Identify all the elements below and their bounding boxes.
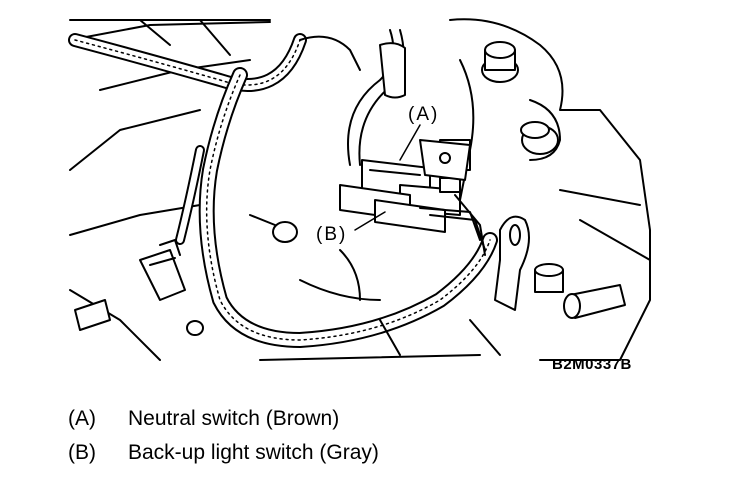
bolt-right	[520, 121, 559, 155]
backup-light-switch	[249, 214, 298, 243]
legend-key: (B)	[68, 441, 96, 464]
legend-item-a: (A) Neutral switch (Brown)	[68, 407, 339, 431]
legend-item-b: (B) Back-up light switch (Gray)	[68, 441, 379, 465]
callout-leaders	[354, 124, 421, 231]
backup-light-switch-connector	[339, 184, 486, 256]
upper-wires	[299, 29, 406, 166]
bolt-lower-right	[534, 263, 626, 319]
callout-b-label: (B)	[316, 224, 348, 245]
left-connector	[139, 239, 186, 301]
transmission-case	[439, 18, 651, 361]
mounting-bracket	[494, 215, 530, 311]
legend-text: Back-up light switch (Gray)	[128, 441, 379, 464]
wiring-harness	[68, 33, 498, 348]
figure-code: B2M0337B	[552, 356, 632, 373]
legend-key: (A)	[68, 407, 96, 430]
connector-bracket	[419, 139, 471, 181]
lower-case-details	[69, 249, 501, 361]
legend-text: Neutral switch (Brown)	[128, 407, 340, 430]
callout-a-label: (A)	[408, 104, 440, 125]
bolt-top	[481, 41, 519, 83]
